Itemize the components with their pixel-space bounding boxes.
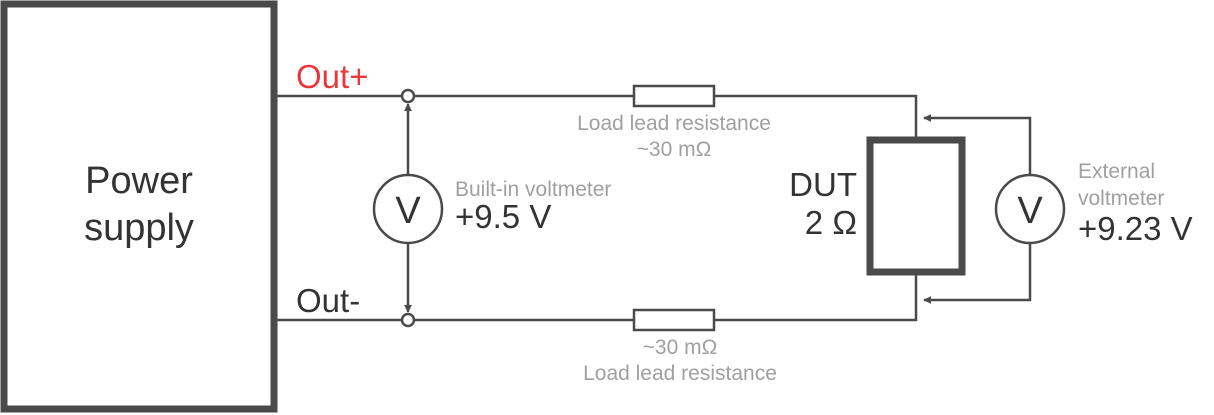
builtin-voltmeter-reading: +9.5 V xyxy=(455,198,551,235)
dut-label: DUT xyxy=(789,166,857,203)
top-wire xyxy=(274,94,918,140)
top-resistor-label-line2: ~30 mΩ xyxy=(637,138,712,161)
bottom-resistor-label-line2: Load lead resistance xyxy=(583,362,777,385)
top-lead-resistor xyxy=(632,84,716,108)
dut-resistance: 2 Ω xyxy=(805,204,857,241)
power-supply-label-line1: Power xyxy=(85,160,193,202)
external-voltmeter-v-glyph: V xyxy=(1017,190,1043,232)
positive-terminal xyxy=(400,88,416,104)
negative-terminal xyxy=(400,312,416,328)
builtin-voltmeter-label: Built-in voltmeter xyxy=(455,178,611,201)
bottom-resistor-label-line1: ~30 mΩ xyxy=(643,336,718,359)
bottom-wire xyxy=(274,272,918,322)
external-voltmeter-label-line2: voltmeter xyxy=(1078,187,1164,210)
builtin-voltmeter-symbol xyxy=(372,173,444,245)
bottom-lead-resistor xyxy=(632,308,716,332)
external-voltmeter-lead-bottom xyxy=(923,242,1032,304)
power-supply-box xyxy=(0,0,278,413)
builtin-voltmeter-v-glyph: V xyxy=(395,190,421,232)
negative-terminal-label: Out- xyxy=(296,282,360,319)
positive-terminal-label: Out+ xyxy=(296,58,368,95)
power-supply-label-line2: supply xyxy=(84,207,194,249)
external-voltmeter-label-line1: External xyxy=(1078,160,1155,183)
external-voltmeter-lead-top xyxy=(923,114,1032,176)
external-voltmeter-reading: +9.23 V xyxy=(1078,210,1193,247)
top-resistor-label-line1: Load lead resistance xyxy=(577,112,771,135)
external-voltmeter-symbol xyxy=(994,173,1066,245)
dut-box xyxy=(866,136,966,276)
